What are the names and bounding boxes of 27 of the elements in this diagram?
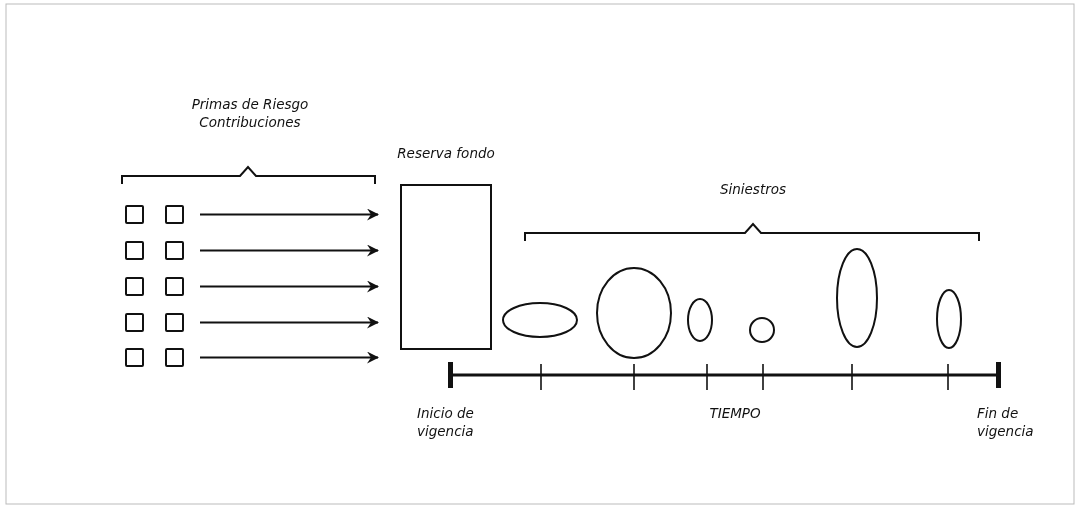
arrow bbox=[199, 316, 379, 329]
square bbox=[165, 241, 184, 260]
axis-label: Inicio de vigencia bbox=[417, 404, 475, 440]
square bbox=[165, 348, 184, 367]
square bbox=[165, 313, 184, 332]
ellipse bbox=[687, 298, 713, 342]
square bbox=[125, 313, 144, 332]
square bbox=[125, 277, 144, 296]
ellipse bbox=[596, 267, 672, 359]
square bbox=[165, 205, 184, 224]
ellipse bbox=[836, 248, 878, 348]
square bbox=[165, 277, 184, 296]
bracket-label: Primas de Riesgo Contribuciones bbox=[190, 95, 310, 131]
axis-label: Fin de vigencia bbox=[977, 404, 1035, 440]
arrow bbox=[199, 351, 379, 364]
arrow bbox=[199, 280, 379, 293]
square bbox=[125, 241, 144, 260]
ellipse bbox=[749, 317, 775, 343]
arrow bbox=[199, 244, 379, 257]
ellipse bbox=[936, 289, 962, 349]
square bbox=[125, 205, 144, 224]
axis-label: TIEMPO bbox=[708, 404, 762, 422]
box-heading: Reserva fondo bbox=[396, 144, 496, 162]
ellipse bbox=[502, 302, 578, 338]
bracket-label: Siniestros bbox=[718, 180, 788, 198]
square bbox=[125, 348, 144, 367]
arrow bbox=[199, 208, 379, 221]
